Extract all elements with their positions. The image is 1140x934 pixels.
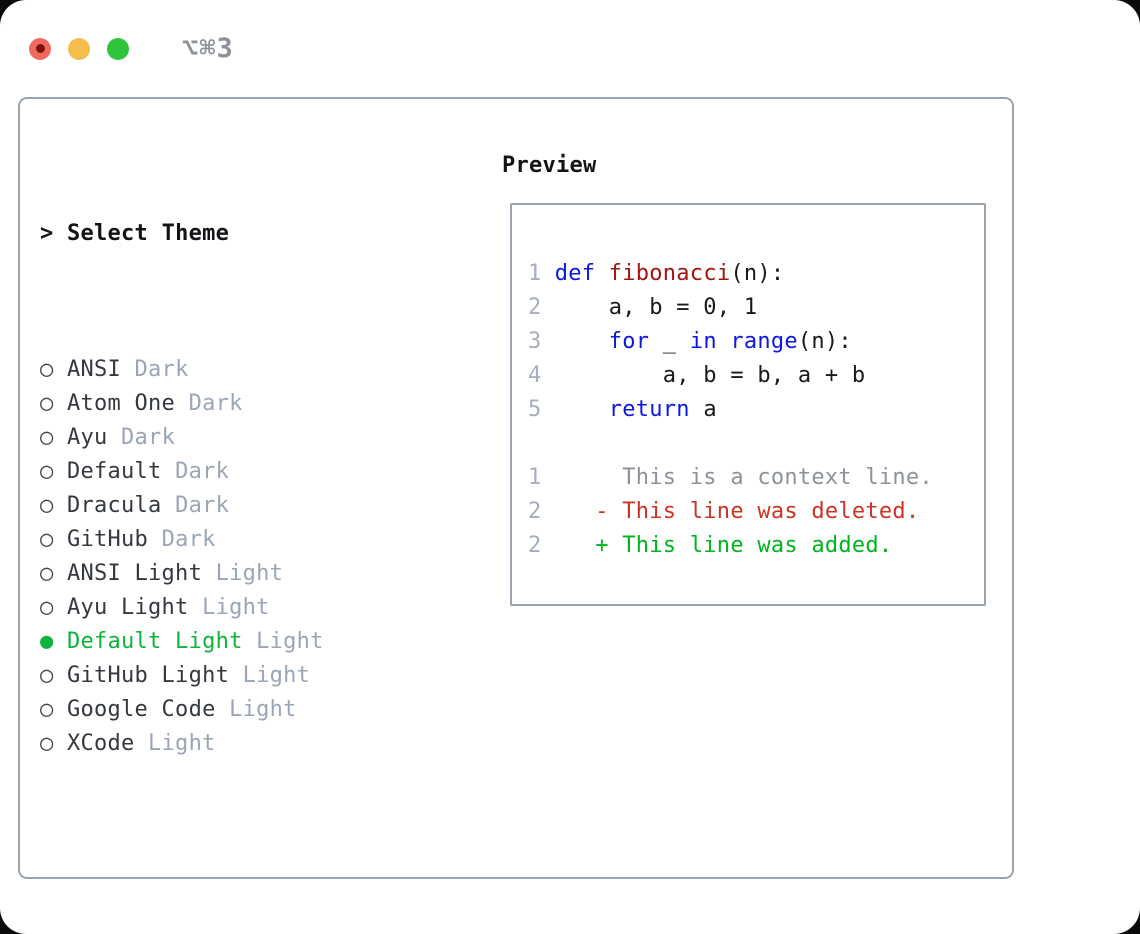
- preview-box: 1 def fibonacci(n): 2 a, b = 0, 1 3 for _ …: [510, 203, 986, 606]
- code-line: 2 a, b = 0, 1: [528, 295, 758, 320]
- main-panel: > Select Theme ○ ANSI Dark ○ Atom One Dar…: [18, 97, 1014, 879]
- theme-option-atom-one[interactable]: ○ Atom One Dark: [40, 391, 243, 416]
- theme-list: ○ ANSI Dark ○ Atom One Dark ○ Ayu Dark ○ De…: [40, 353, 502, 761]
- code-line: 5 return a: [528, 397, 717, 422]
- code-line: 1 This is a context line.: [528, 465, 933, 490]
- code-line: 4 a, b = b, a + b: [528, 363, 866, 388]
- theme-picker-column: > Select Theme ○ ANSI Dark ○ Atom One Dar…: [40, 149, 502, 934]
- titlebar: ⌥⌘3: [0, 0, 1140, 71]
- theme-option-dracula[interactable]: ○ Dracula Dark: [40, 493, 230, 518]
- theme-option-ansi[interactable]: ○ ANSI Dark: [40, 357, 189, 382]
- close-dot-icon: [35, 44, 45, 53]
- theme-option-google-code[interactable]: ○ Google Code Light: [40, 697, 297, 722]
- select-theme-title: Select Theme: [67, 221, 230, 246]
- apply-to-section: Apply To ● User Settings○ Workspace Sett…: [40, 898, 502, 934]
- theme-option-github[interactable]: ○ GitHub Dark: [40, 527, 216, 552]
- close-button[interactable]: [29, 37, 51, 60]
- zoom-button[interactable]: [107, 37, 129, 60]
- theme-option-xcode[interactable]: ○ XCode Light: [40, 731, 216, 756]
- preview-column: Preview 1 def fibonacci(n): 2 a, b = 0, 1…: [502, 149, 1012, 934]
- focus-marker: >: [40, 221, 54, 246]
- theme-option-ayu-light[interactable]: ○ Ayu Light Light: [40, 595, 270, 620]
- code-line: 2 + This line was added.: [528, 533, 893, 558]
- code-line: 3 for _ in range(n):: [528, 329, 852, 354]
- preview-title: Preview: [502, 153, 597, 178]
- code-line: 1 def fibonacci(n):: [528, 261, 785, 286]
- theme-option-default-light[interactable]: ● Default Light Light: [40, 629, 324, 654]
- minimize-button[interactable]: [68, 37, 90, 60]
- theme-option-ansi-light[interactable]: ○ ANSI Light Light: [40, 561, 284, 586]
- theme-option-github-light[interactable]: ○ GitHub Light Light: [40, 663, 311, 688]
- code-blank-line: [528, 427, 984, 461]
- code-line: 2 - This line was deleted.: [528, 499, 920, 524]
- window-title: ⌥⌘3: [182, 33, 234, 64]
- theme-option-ayu[interactable]: ○ Ayu Dark: [40, 425, 176, 450]
- select-theme-heading: > Select Theme: [40, 217, 502, 251]
- theme-option-default[interactable]: ○ Default Dark: [40, 459, 230, 484]
